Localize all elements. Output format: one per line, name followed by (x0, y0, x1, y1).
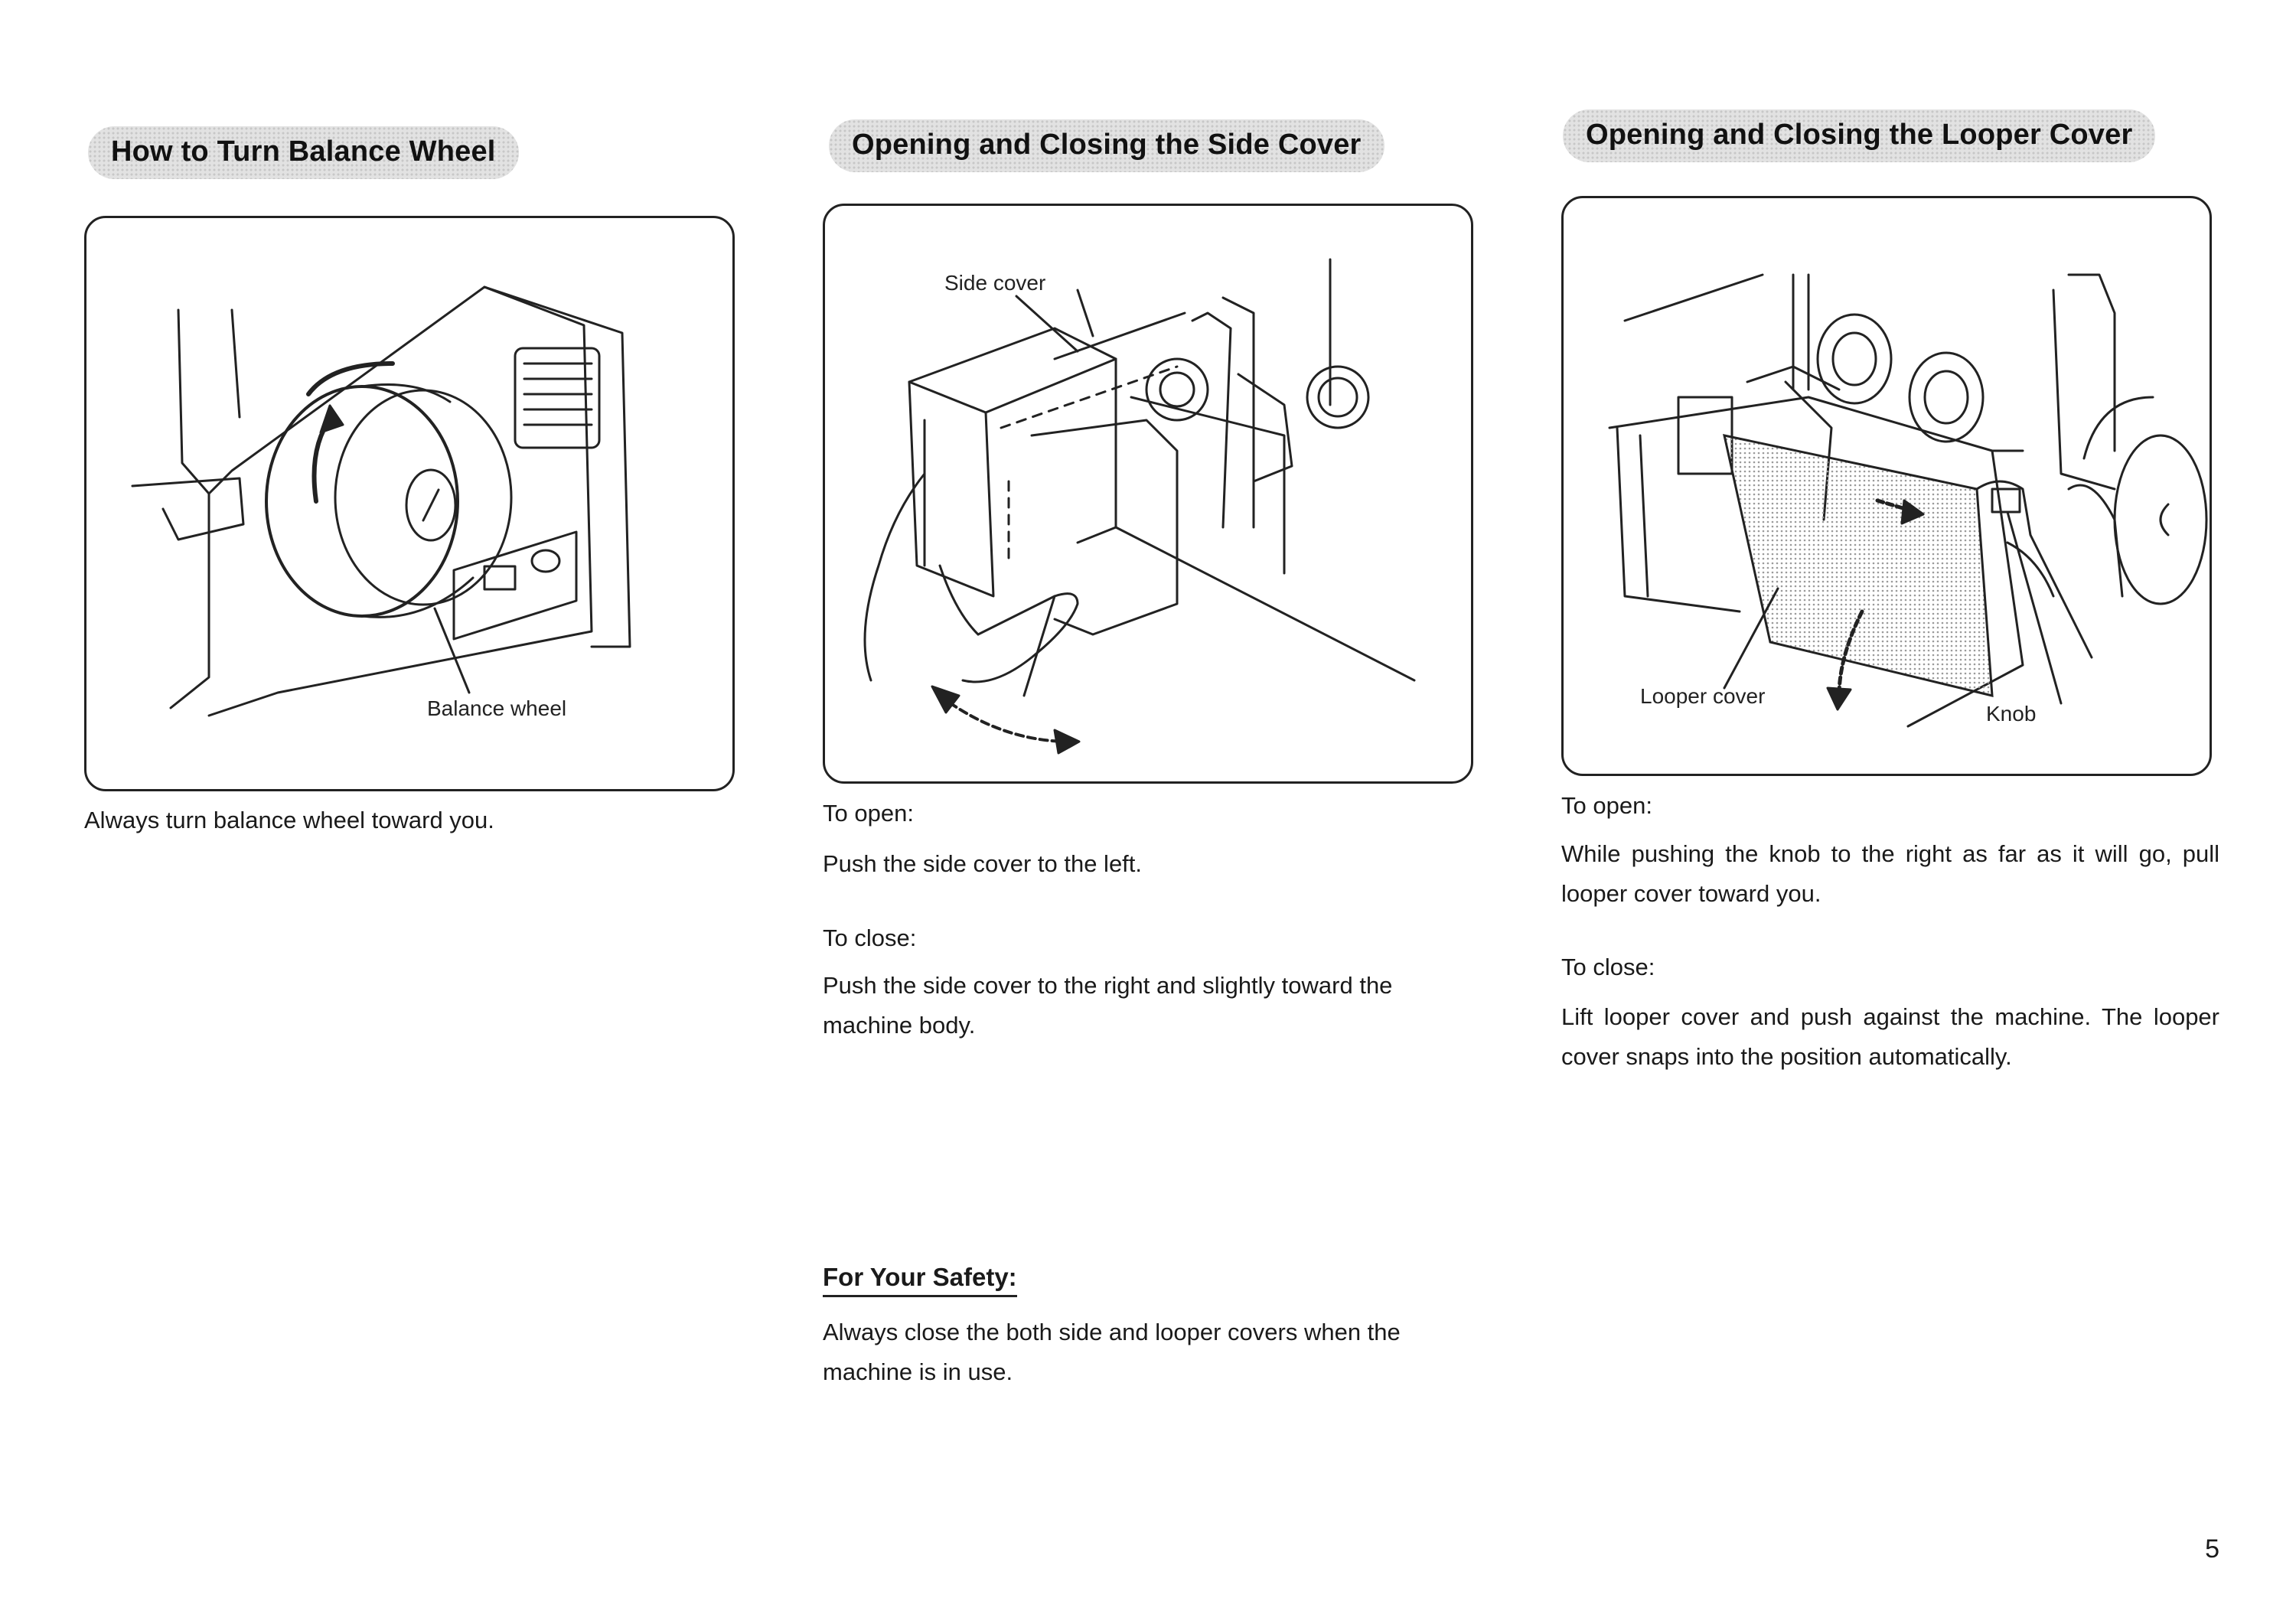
section-heading: Opening and Closing the Looper Cover (1563, 109, 2156, 162)
looper-cover-close-text: Lift looper cover and push against the m… (1561, 1003, 2219, 1070)
looper-cover-illustration: Looper cover Knob (1561, 196, 2212, 776)
looper-cover-close-label: To close: (1561, 954, 1655, 980)
balance-wheel-illustration: Balance wheel (84, 216, 735, 791)
page-number: 5 (2205, 1534, 2219, 1564)
safety-text: Always close the both side and looper co… (823, 1319, 1401, 1385)
balance-wheel-caption: Always turn balance wheel toward you. (84, 807, 494, 833)
looper-cover-open-text: While pushing the knob to the right as f… (1561, 840, 2219, 907)
side-cover-close-label: To close: (823, 925, 917, 951)
callout-side-cover: Side cover (944, 271, 1045, 295)
side-cover-open-label: To open: (823, 800, 914, 827)
callout-knob: Knob (1986, 702, 2036, 726)
side-cover-drawing: Side cover (863, 258, 1416, 755)
callout-looper-cover: Looper cover (1640, 684, 1765, 708)
side-cover-close-text: Push the side cover to the right and sli… (823, 972, 1393, 1039)
section-heading: How to Turn Balance Wheel (88, 126, 519, 179)
side-cover-illustration: Side cover (823, 204, 1473, 784)
safety-title: For Your Safety: (823, 1263, 1017, 1297)
callout-balance-wheel: Balance wheel (427, 696, 566, 720)
section-heading: Opening and Closing the Side Cover (829, 119, 1384, 172)
balance-wheel-drawing: Balance wheel (131, 285, 631, 720)
side-cover-open-text: Push the side cover to the left. (823, 850, 1143, 877)
looper-cover-open-label: To open: (1561, 792, 1652, 819)
looper-cover-drawing: Looper cover Knob (1608, 273, 2208, 728)
